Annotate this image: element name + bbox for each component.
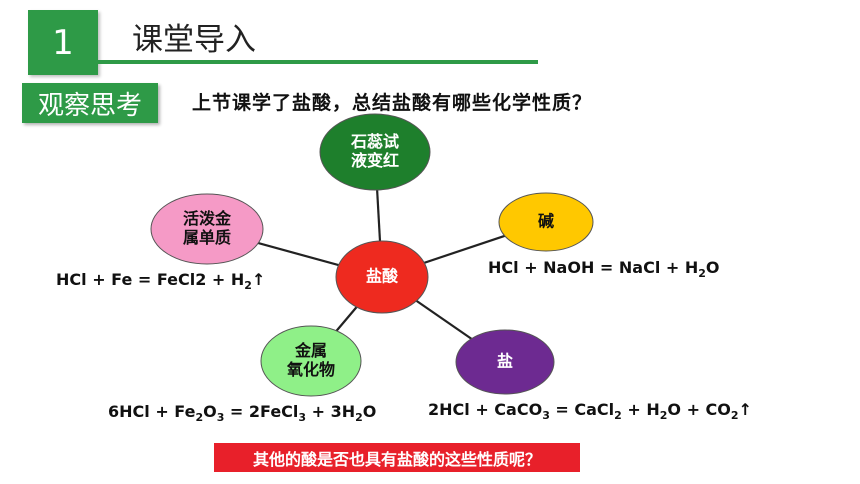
- equation-oxide: 6HCl + Fe2O3 = 2FeCl3 + 3H2O: [108, 402, 377, 425]
- node-base: 碱: [498, 192, 594, 252]
- node-salt-label: 盐: [497, 352, 513, 371]
- node-active-metal-label: 活泼金: [183, 209, 232, 228]
- bottom-question-banner: 其他的酸是否也具有盐酸的这些性质呢？: [214, 443, 580, 472]
- title-underline: [98, 60, 538, 64]
- node-salt: 盐: [455, 329, 555, 395]
- equation-base: HCl + NaOH = NaCl + H2O: [488, 258, 720, 281]
- node-litmus-label: 石蕊试: [350, 132, 399, 151]
- node-base-label: 碱: [538, 212, 554, 231]
- node-base-shape: [498, 192, 594, 252]
- question-text: 上节课学了盐酸，总结盐酸有哪些化学性质？: [192, 92, 593, 114]
- node-active-metal-shape: [150, 193, 264, 265]
- node-center: 盐酸: [335, 240, 429, 314]
- equation-salt: 2HCl + CaCO3 = CaCl2 + H2O + CO2↑: [428, 400, 752, 423]
- section-title: 课堂导入: [132, 22, 256, 58]
- node-metal-oxide-label: 金属: [294, 341, 327, 360]
- section-number: 1: [28, 10, 98, 75]
- node-active-metal-label: 属单质: [183, 228, 231, 247]
- node-metal-oxide-label: 氧化物: [286, 360, 335, 379]
- node-litmus-label: 液变红: [351, 151, 399, 170]
- node-center-shape: [335, 240, 429, 314]
- equation-metal: HCl + Fe = FeCl2 + H2↑: [56, 270, 266, 293]
- node-litmus-shape: [319, 113, 431, 191]
- observe-think-badge: 观察思考: [22, 83, 158, 123]
- node-center-label: 盐酸: [366, 267, 399, 286]
- node-salt-shape: [455, 329, 555, 395]
- node-metal-oxide-shape: [260, 325, 362, 397]
